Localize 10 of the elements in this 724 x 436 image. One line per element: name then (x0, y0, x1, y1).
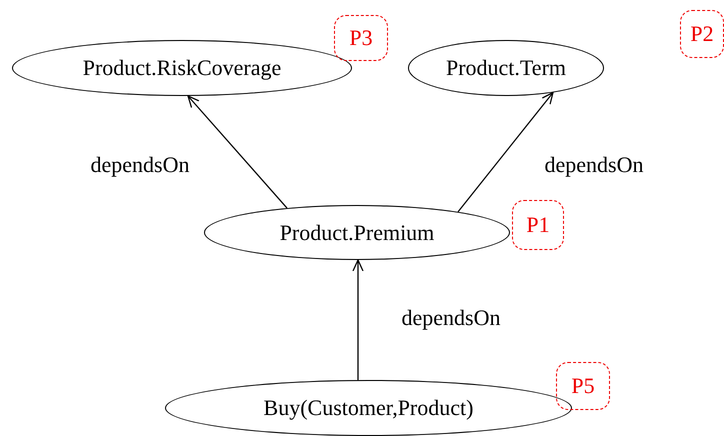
dashed-tag: P5 (556, 362, 610, 410)
arrow (187, 95, 288, 208)
ellipse-node: Product.Premium (204, 205, 510, 260)
arrow (458, 92, 554, 212)
ellipse-node: Product.Term (408, 40, 604, 96)
dashed-tag: P3 (334, 15, 388, 61)
dashed-tag: P2 (680, 10, 724, 58)
arrow (352, 259, 364, 380)
ellipse-node: Buy(Customer,Product) (165, 380, 572, 436)
dashed-tag: P1 (512, 200, 564, 250)
